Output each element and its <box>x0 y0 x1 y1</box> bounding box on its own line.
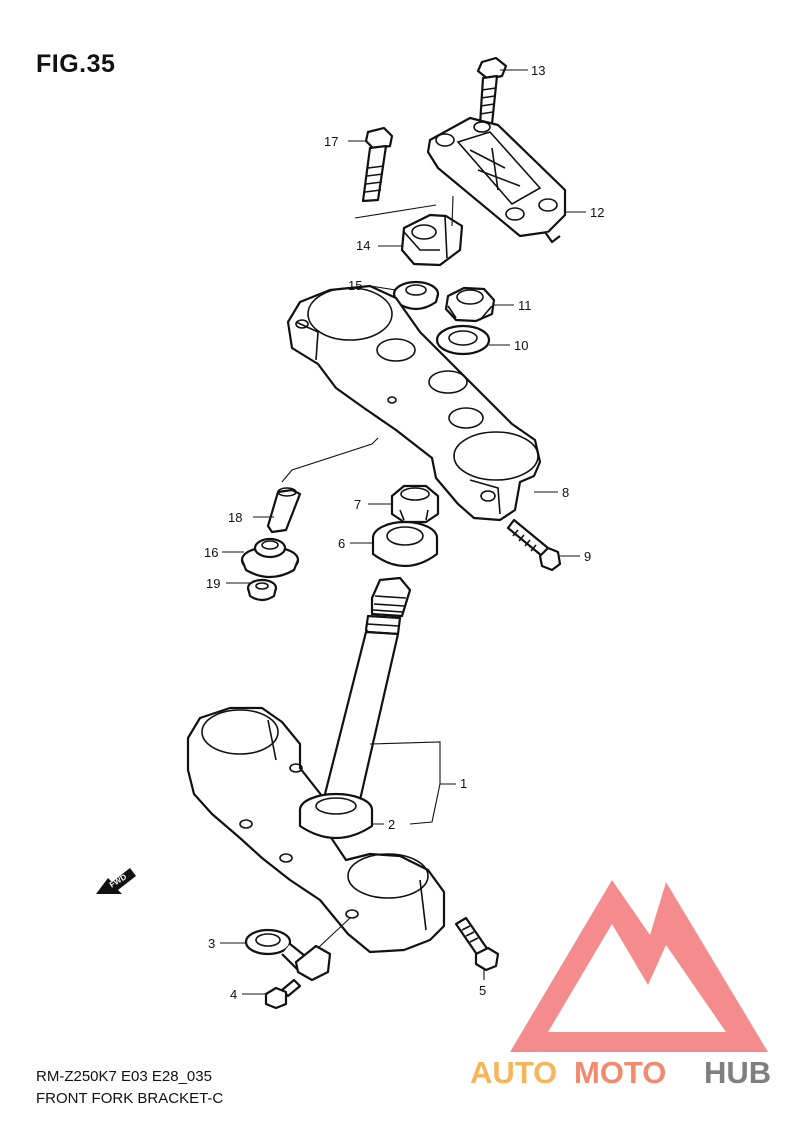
callout-14: 14 <box>356 238 370 253</box>
upper-bracket-drawing <box>281 284 542 522</box>
bolt-17-drawing <box>361 126 394 203</box>
washer-19-drawing <box>246 578 278 602</box>
callout-10: 10 <box>514 338 528 353</box>
handlebar-holder-lower-drawing <box>354 195 464 267</box>
bolt-13-drawing <box>476 56 508 127</box>
stem-bearing-drawing <box>298 792 374 840</box>
figure-title: FIG.35 <box>36 50 116 78</box>
bolt-5-drawing <box>454 916 500 972</box>
bolt-9-drawing <box>506 518 562 572</box>
callout-8: 8 <box>562 485 569 500</box>
callout-13: 13 <box>531 63 545 78</box>
callout-3: 3 <box>208 936 215 951</box>
callout-5: 5 <box>479 983 486 998</box>
hose-guide-drawing <box>244 917 351 982</box>
callout-17: 17 <box>324 134 338 149</box>
stem-head-nut-drawing <box>444 286 496 323</box>
bolt-4-drawing <box>264 978 302 1010</box>
section-name: FRONT FORK BRACKET-C <box>36 1090 224 1107</box>
callout-2: 2 <box>388 817 395 832</box>
collar-18-drawing <box>266 487 302 534</box>
callout-7: 7 <box>354 497 361 512</box>
fwd-direction-marker: FWD <box>96 868 136 894</box>
logo-triangle-mark <box>510 880 768 1052</box>
steering-stem-lower-bracket-drawing <box>186 576 446 954</box>
washer-10-drawing <box>435 324 491 356</box>
callout-15: 15 <box>348 278 362 293</box>
callout-9: 9 <box>584 549 591 564</box>
brand-moto: MOTO <box>574 1055 666 1090</box>
callouts: 13 17 12 14 15 11 10 8 7 18 6 9 16 19 1 … <box>204 63 604 1002</box>
cushion-15-drawing <box>392 280 440 311</box>
callout-11: 11 <box>518 298 532 313</box>
callout-18: 18 <box>228 510 242 525</box>
stem-nut-drawing <box>390 484 440 524</box>
callout-4: 4 <box>230 987 237 1002</box>
callout-6: 6 <box>338 536 345 551</box>
watermark-text: AUTO MOTO HUB <box>470 1055 771 1090</box>
brand-hub: HUB <box>704 1055 771 1090</box>
callout-16: 16 <box>204 545 218 560</box>
callout-12: 12 <box>590 205 604 220</box>
callout-19: 19 <box>206 576 220 591</box>
watermark-logo <box>510 880 768 1052</box>
callout-1: 1 <box>460 776 467 791</box>
bearing-6-drawing <box>371 520 439 567</box>
cushion-16-drawing <box>240 537 300 579</box>
handlebar-holder-upper-drawing <box>426 116 567 244</box>
brand-auto: AUTO <box>470 1055 557 1090</box>
model-code: RM-Z250K7 E03 E28_035 <box>36 1068 212 1085</box>
